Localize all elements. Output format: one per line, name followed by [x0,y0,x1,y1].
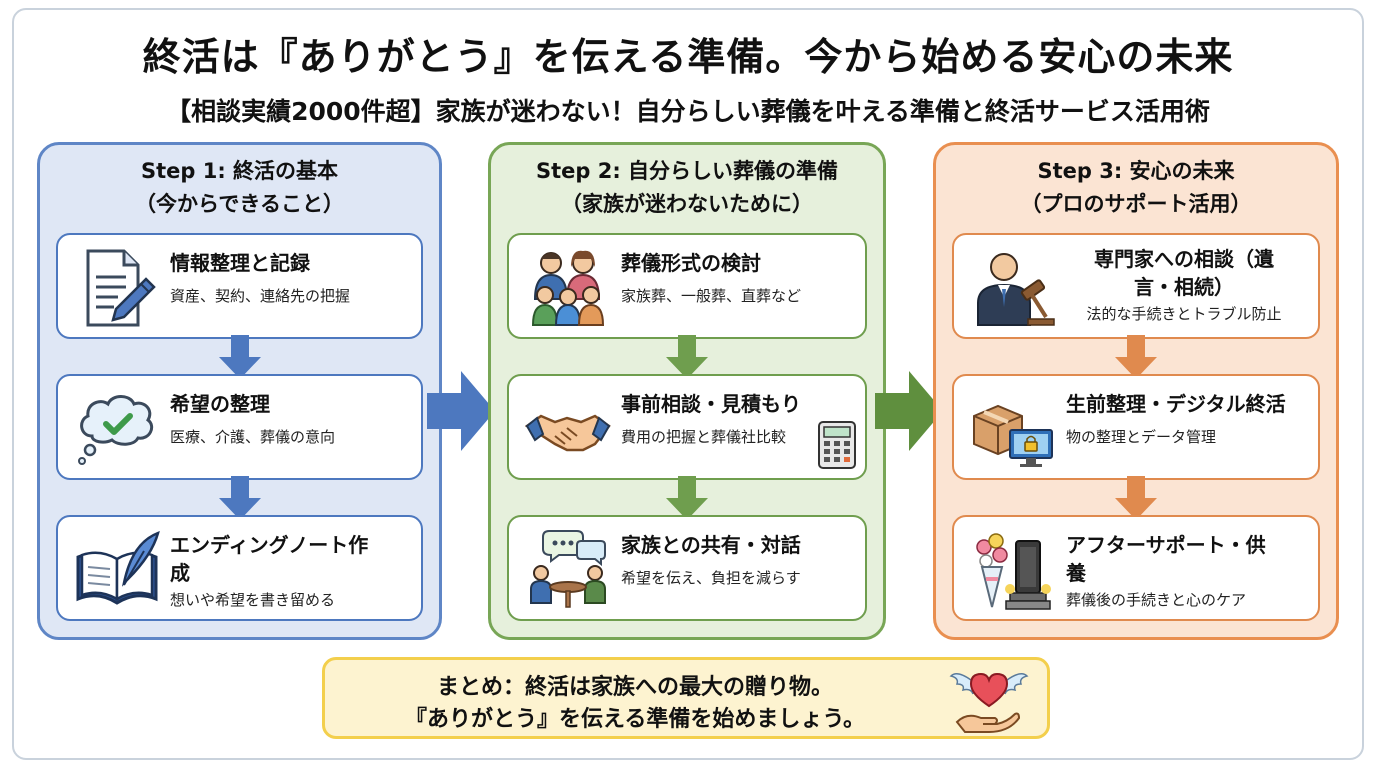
card-title: アフターサポート・供養 [1066,533,1266,585]
card-text: 葬儀形式の検討 家族葬、一般葬、直葬など [621,249,857,307]
flowers-gravestone-icon [976,533,1051,610]
document-pen-icon [86,249,156,327]
summary-box: まとめ：終活は家族への最大の贈り物。 『ありがとう』を伝える準備を始めましょう。 [322,657,1050,739]
card-title: 専門家への相談（遺言・相続） [1094,247,1274,299]
card-text: 専門家への相談（遺言・相続） 法的な手続きとトラブル防止 [1058,245,1310,325]
card-description: 医療、介護、葬儀の意向 [170,428,336,446]
step-3-card-2: 生前整理・デジタル終活 物の整理とデータ管理 [952,374,1320,480]
card-text: エンディングノート作成 想いや希望を書き留める [170,531,413,611]
step-3-heading: Step 3: 安心の未来 （プロのサポート活用） [936,155,1336,221]
card-description: 希望を伝え、負担を減らす [621,569,801,587]
family-icon [531,250,605,326]
step-3-card-1: 専門家への相談（遺言・相続） 法的な手続きとトラブル防止 [952,233,1320,339]
card-description: 葬儀後の手続きと心のケア [1066,591,1247,609]
card-title: 事前相談・見積もり [621,392,801,416]
down-arrow-icon [1115,335,1157,379]
card-title: エンディングノート作成 [170,533,369,585]
conversation-icon [530,530,606,608]
right-arrow-icon [875,371,943,451]
handshake-icon [525,414,611,452]
step-1-card-1: 情報整理と記録 資産、契約、連絡先の把握 [56,233,423,339]
step-2-heading-line1: Step 2: 自分らしい葬儀の準備 [535,159,839,183]
step-3-card-3: アフターサポート・供養 葬儀後の手続きと心のケア [952,515,1320,621]
page-title: 終活は『ありがとう』を伝える準備。今から始める安心の未来 [142,35,1234,79]
card-title: 生前整理・デジタル終活 [1066,392,1286,416]
step-2-card-3: 家族との共有・対話 希望を伝え、負担を減らす [507,515,867,621]
down-arrow-icon [218,335,261,379]
card-text: 生前整理・デジタル終活 物の整理とデータ管理 [1066,390,1310,448]
step-1-panel: Step 1: 終活の基本 （今からできること） 情報整理と記録 資産、契約、連… [37,142,442,640]
step-3-heading-line2: （プロのサポート活用） [1020,192,1252,216]
step-2-panel: Step 2: 自分らしい葬儀の準備 （家族が迷わないために） 葬儀形式の検討 … [488,142,886,640]
step-1-heading-line1: Step 1: 終活の基本 [140,159,339,183]
card-text: アフターサポート・供養 葬儀後の手続きと心のケア [1066,531,1310,611]
card-text: 情報整理と記録 資産、契約、連絡先の把握 [170,249,413,307]
calculator-icon [818,421,856,469]
card-text: 事前相談・見積もり 費用の把握と葬儀社比較 [621,390,857,448]
card-description: 費用の把握と葬儀社比較 [621,428,787,446]
page-subtitle: 【相談実績2000件超】家族が迷わない！自分らしい葬儀を叶える準備と終活サービス… [166,97,1210,126]
card-title: 家族との共有・対話 [621,533,801,557]
card-title: 情報整理と記録 [170,251,310,275]
summary-line-1: まとめ：終活は家族への最大の贈り物。 [436,675,833,700]
card-title: 希望の整理 [170,392,270,416]
card-title: 葬儀形式の検討 [621,251,761,275]
down-arrow-icon [666,476,708,520]
step-3-heading-line1: Step 3: 安心の未来 [1037,159,1235,183]
right-arrow-icon [427,371,495,451]
step-2-heading-line2: （家族が迷わないために） [561,192,813,216]
open-book-quill-icon [76,530,160,605]
card-description: 想いや希望を書き留める [170,591,336,609]
step-2-card-2: 事前相談・見積もり 費用の把握と葬儀社比較 [507,374,867,480]
card-description: 家族葬、一般葬、直葬など [621,287,802,305]
down-arrow-icon [218,476,261,520]
step-2-heading: Step 2: 自分らしい葬儀の準備 （家族が迷わないために） [491,155,883,221]
lawyer-gavel-icon [977,253,1055,326]
card-text: 家族との共有・対話 希望を伝え、負担を減らす [621,531,857,589]
down-arrow-icon [1115,476,1157,520]
summary-line-2: 『ありがとう』を伝える準備を始めましょう。 [404,707,866,732]
step-1-heading: Step 1: 終活の基本 （今からできること） [40,155,439,221]
down-arrow-icon [666,335,708,379]
card-description: 法的な手続きとトラブル防止 [1086,305,1282,323]
card-text: 希望の整理 医療、介護、葬儀の意向 [170,390,413,448]
thought-bubble-check-icon [78,395,154,465]
step-1-heading-line2: （今からできること） [135,192,344,216]
box-computer-lock-icon [973,404,1053,467]
step-1-card-3: エンディングノート作成 想いや希望を書き留める [56,515,423,621]
card-description: 物の整理とデータ管理 [1066,428,1217,446]
winged-heart-hand-icon [949,672,1029,733]
step-1-card-2: 希望の整理 医療、介護、葬儀の意向 [56,374,423,480]
step-2-card-1: 葬儀形式の検討 家族葬、一般葬、直葬など [507,233,867,339]
card-description: 資産、契約、連絡先の把握 [170,287,351,305]
step-3-panel: Step 3: 安心の未来 （プロのサポート活用） 専門家への相談（遺言・相続）… [933,142,1339,640]
